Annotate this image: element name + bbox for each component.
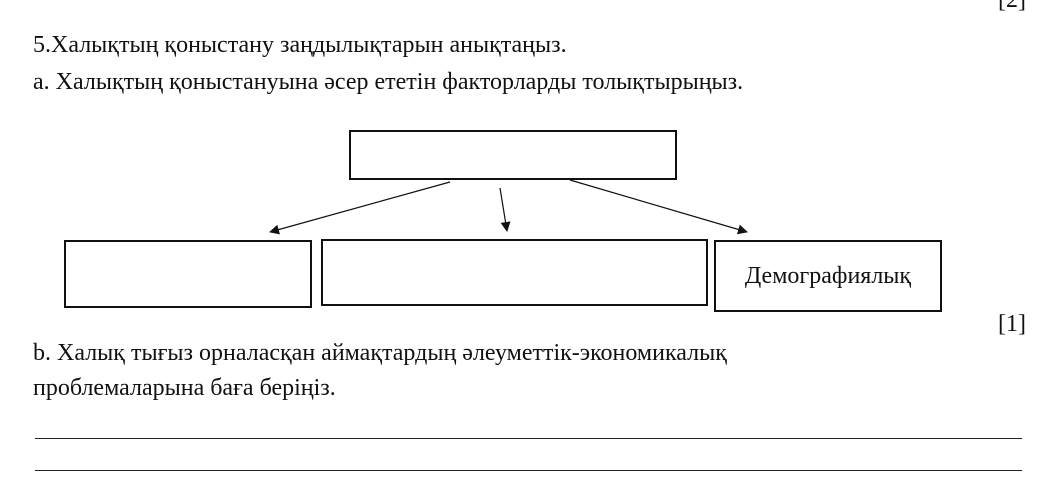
part-a-mark: [1] — [998, 311, 1026, 337]
answer-line-1[interactable] — [35, 438, 1022, 439]
previous-mark: [2] — [998, 0, 1026, 13]
part-a-instruction: a. Халықтың қоныстануына әсер ететін фак… — [33, 69, 744, 95]
diagram-box-1[interactable] — [64, 240, 312, 308]
question-title: 5.Халықтың қоныстану заңдылықтарын анықт… — [33, 32, 567, 58]
arrow-left — [269, 181, 451, 235]
answer-line-2[interactable] — [35, 470, 1022, 471]
diagram-box-2[interactable] — [321, 239, 708, 306]
arrow-right — [569, 179, 748, 235]
box-3-text: Демографиялық — [744, 262, 912, 289]
arrow-middle — [499, 187, 511, 232]
diagram-box-3[interactable]: Демографиялық — [714, 240, 942, 312]
diagram-top-box[interactable] — [349, 130, 677, 180]
part-b-line-1: b. Халық тығыз орналасқан аймақтардың әл… — [33, 340, 727, 366]
part-b-line-2: проблемаларына баға беріңіз. — [33, 375, 336, 401]
